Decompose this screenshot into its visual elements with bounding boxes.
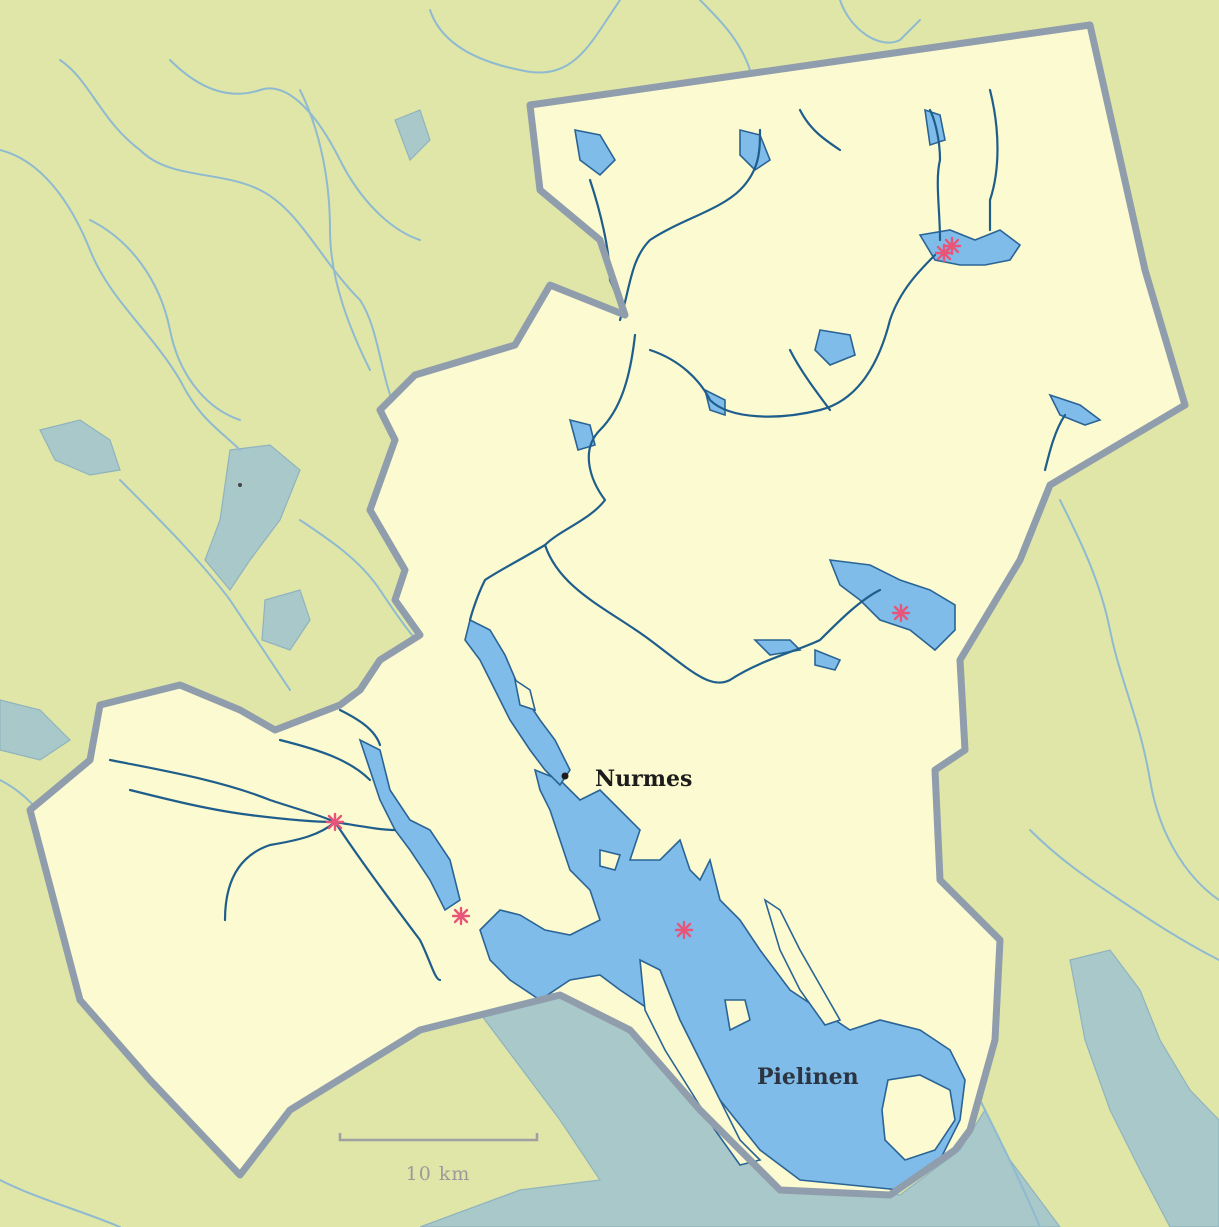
river bbox=[788, 348, 832, 412]
outside-lake-west-2 bbox=[204, 444, 301, 592]
region-land bbox=[30, 25, 1185, 1195]
lake-north-1 bbox=[574, 128, 617, 177]
outside-river bbox=[89, 219, 241, 421]
scale-bar-line bbox=[338, 1133, 539, 1142]
lake-west-long bbox=[358, 738, 461, 912]
region-lakes bbox=[358, 108, 1102, 1191]
island bbox=[599, 848, 622, 871]
scale-bar: 10 km bbox=[338, 1133, 539, 1185]
outside-lake-southwest bbox=[0, 699, 71, 761]
outside-river bbox=[979, 1099, 1041, 1227]
asterisk-icon bbox=[934, 243, 954, 263]
river bbox=[543, 333, 637, 547]
islands bbox=[513, 678, 956, 1166]
lake-nurmes-arm bbox=[464, 618, 571, 787]
asterisk-icon bbox=[325, 812, 345, 832]
river bbox=[338, 708, 382, 747]
outside-lake-west-3 bbox=[261, 589, 311, 651]
outside-river bbox=[429, 0, 621, 74]
lake-north-6 bbox=[1048, 393, 1102, 426]
lake-label-pielinen: Pielinen bbox=[757, 1064, 859, 1090]
river bbox=[928, 108, 942, 242]
outside-river bbox=[0, 1179, 121, 1227]
island bbox=[513, 678, 537, 712]
lake-small-east-2 bbox=[814, 648, 842, 671]
river bbox=[798, 108, 842, 152]
river bbox=[128, 788, 337, 824]
scale-bar-label: 10 km bbox=[406, 1163, 471, 1185]
river bbox=[108, 758, 397, 832]
island bbox=[639, 958, 762, 1166]
island bbox=[763, 898, 842, 1026]
river bbox=[618, 128, 762, 322]
outside-river bbox=[699, 0, 761, 91]
outside-river bbox=[1029, 829, 1219, 961]
lake-north-2 bbox=[739, 128, 771, 172]
river bbox=[1043, 413, 1067, 472]
outside-river bbox=[169, 59, 421, 241]
outside-river bbox=[119, 479, 291, 691]
outside-river bbox=[0, 149, 241, 451]
lake-north-3 bbox=[814, 329, 856, 366]
town-dot-nurmes bbox=[561, 772, 569, 780]
region-boundary bbox=[26, 21, 1189, 1199]
lake-north-4 bbox=[568, 418, 596, 451]
asterisk-icon bbox=[451, 906, 471, 926]
lake-east bbox=[828, 559, 956, 652]
outside-lake-southeast bbox=[1069, 949, 1219, 1227]
lake-north-5 bbox=[703, 388, 726, 417]
outside-river bbox=[299, 89, 371, 371]
site-markers bbox=[325, 236, 962, 940]
outside-lake-north-1 bbox=[394, 109, 431, 162]
outside-river bbox=[59, 59, 401, 421]
outside-river bbox=[839, 0, 921, 44]
point-marker bbox=[238, 483, 242, 487]
outside-lakes bbox=[0, 109, 1219, 1227]
outside-lake-west-1 bbox=[39, 419, 121, 476]
asterisk-icon bbox=[674, 920, 694, 940]
lake-small-east bbox=[753, 639, 802, 656]
river bbox=[648, 253, 937, 418]
island bbox=[724, 999, 751, 1032]
river bbox=[988, 88, 999, 232]
island bbox=[881, 1074, 956, 1161]
place-label-nurmes: Nurmes bbox=[595, 766, 692, 792]
river bbox=[543, 543, 882, 684]
outside-river bbox=[1059, 499, 1219, 901]
river bbox=[468, 543, 547, 622]
river bbox=[278, 738, 372, 782]
asterisk-icon bbox=[891, 603, 911, 623]
